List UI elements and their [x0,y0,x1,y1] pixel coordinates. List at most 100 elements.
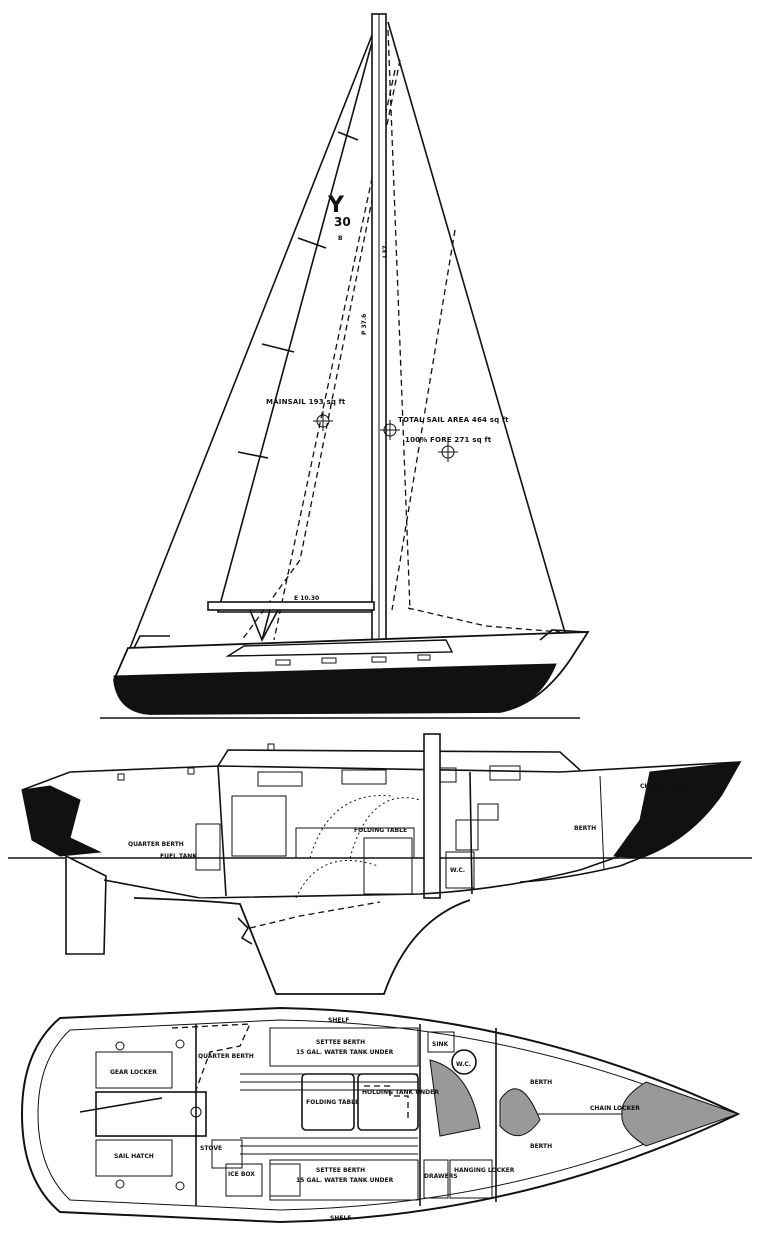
shroud-dashed [387,29,411,611]
galley [231,795,287,857]
bow-pulpit [539,629,587,641]
door-swing [309,795,393,859]
plan-ice-box-label: ICE BOX [228,1171,255,1178]
rudder [65,854,107,955]
plan-berth-bottom-label: BERTH [530,1143,552,1150]
plan-berth-top-label: BERTH [530,1079,552,1086]
sail-plan: Y 30 B I 37 P 37.6 E 10.30 MAINSAIL 193 … [100,13,590,719]
head-toilet [445,851,475,889]
portlight [371,656,387,663]
mainsail-centroid [313,411,333,431]
batten [337,131,359,141]
quarter-berth-outline [171,1023,252,1091]
drawers [423,1159,449,1199]
vberth-filler [499,1088,541,1136]
plan-holding-tank-label: HOLDING TANK UNDER [362,1089,439,1096]
deck-sheer [21,761,742,883]
winch [175,1181,185,1191]
sail-hatch-box [95,1139,173,1177]
propeller [237,917,253,945]
plan-sail-hatch-label: SAIL HATCH [114,1153,154,1160]
winch [267,743,275,751]
bulkhead [217,765,227,897]
plan-shelf-top-label: SHELF [328,1017,349,1024]
settee-top [269,1027,419,1067]
topping-lift-dashed [273,69,396,641]
folding-table [301,1073,355,1131]
table-leaf [357,1073,419,1131]
boom-vang [261,609,271,641]
profile-wc-label: W.C. [450,867,465,874]
inboard-profile: CHAIN LOCKER QUARTER BERTH FUEL TANK FOL… [8,733,752,995]
winch [175,1039,185,1049]
total-sail-area-label: TOTAL SAIL AREA 464 sq ft [398,416,509,424]
batten [237,451,269,459]
portlight [257,771,303,787]
hanging-locker [449,1159,493,1199]
profile-quarter-berth-label: QUARTER BERTH [128,841,184,848]
bulkhead [599,775,605,871]
portlight [341,769,387,785]
plan-stove-label: STOVE [200,1145,222,1152]
plan-drawers-label: DRAWERS [424,1173,458,1180]
genoa-foot-dashed [407,607,561,633]
ice-box [225,1163,263,1197]
plan-water-bottom-label: 15 GAL. WATER TANK UNDER [296,1177,394,1184]
keel [133,897,471,995]
cabin-trunk [225,639,454,657]
profile-folding-table-label: FOLDING TABLE [354,827,407,834]
plan-hanging-locker-label: HANGING LOCKER [454,1167,515,1174]
holding-tank-outline [364,1085,409,1120]
companionway [195,823,221,871]
accommodation-plan: SHELF SHELF GEAR LOCKER QUARTER BERTH SE… [20,1006,741,1224]
head-cabinet [455,819,479,851]
plan-water-top-label: 15 GAL. WATER TANK UNDER [296,1049,394,1056]
bulkhead [469,771,473,895]
plan-folding-table-label: FOLDING TABLE [306,1099,359,1106]
batten [297,237,327,249]
hull-bottom-paint [113,663,557,715]
tiller [79,1097,163,1113]
mast-i-dimension: I 37 [382,245,389,258]
plan-chain-locker-label: CHAIN LOCKER [590,1105,640,1112]
mainsail-area-label: MAINSAIL 193 sq ft [266,398,346,406]
genoa-leech-dashed [391,229,456,611]
backstay [129,19,379,649]
bow-void [613,761,741,859]
sink-cabinet [269,1163,301,1197]
prop-shaft [249,901,381,929]
boom [207,601,375,611]
chain-locker-well [621,1081,740,1147]
profile-chain-locker-label: CHAIN LOCKER [640,783,690,790]
stern-void [21,785,102,857]
mainsail [216,19,379,613]
head-sink [427,1031,455,1053]
cabin-house [217,749,581,771]
winch [117,773,125,781]
stern-pulpit [133,635,170,649]
settee [295,827,415,859]
fore-centroid [438,442,458,462]
cockpit-seat [95,1091,207,1137]
hull-bottom [103,855,621,899]
head-floor [429,1059,481,1137]
batten [261,343,295,353]
portlight [275,659,291,666]
fore-triangle-label: 100% FORE 271 sq ft [405,436,492,444]
class-logo-number: 30 [334,215,351,229]
portlight [321,657,337,664]
stove [211,1139,243,1169]
plan-wc-label: W.C. [456,1061,471,1068]
table-leg [363,837,413,895]
plan-shelf-bottom-label: SHELF [330,1215,351,1222]
profile-berth-label: BERTH [574,825,596,832]
plan-sink-label: SINK [432,1041,449,1048]
plan-gear-locker-label: GEAR LOCKER [110,1069,157,1076]
class-logo-sub: B [338,235,343,242]
mast-p-dimension: P 37.6 [361,314,368,335]
plan-settee-top-label: SETTEE BERTH [316,1039,365,1046]
plan-quarter-berth-label: QUARTER BERTH [198,1053,254,1060]
plan-hull-outline [20,1006,741,1224]
mast-stepped [423,733,441,899]
